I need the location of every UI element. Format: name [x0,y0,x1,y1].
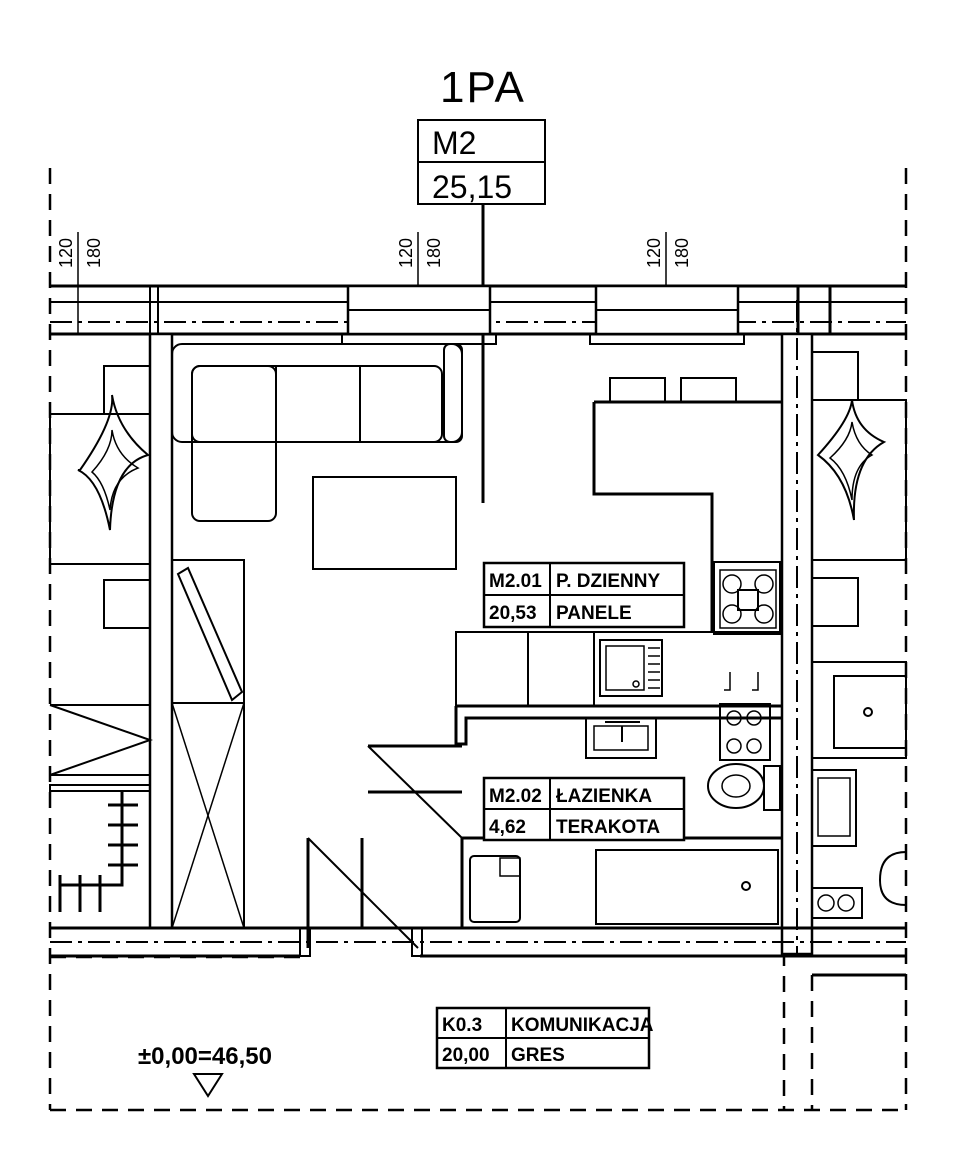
doors [306,744,463,949]
room-label-corridor: K0.3 KOMUNIKACJA 20,00 GRES [435,1006,654,1070]
corridor-code: K0.3 [442,1015,482,1036]
living-area: 20,53 [489,603,537,624]
exterior-wall-top [50,284,906,345]
corridor-name: KOMUNIKACJA [511,1015,654,1036]
kitchen-counter [455,377,783,707]
living-finish: PANELE [556,603,632,624]
svg-text:180: 180 [424,238,444,268]
sofa [171,343,463,522]
svg-text:180: 180 [672,238,692,268]
party-wall-left [148,332,174,930]
bathroom [454,672,782,928]
elevation-triangle-icon [192,1073,224,1098]
room-label-bath: M2.02 ŁAZIENKA 4,62 TERAKOTA [482,776,686,842]
living-name: P. DZIENNY [556,571,661,592]
svg-text:180: 180 [84,238,104,268]
corridor-area: 20,00 [442,1045,490,1066]
floor-title: 1PA [440,63,526,112]
dimension-left: 120 180 [56,232,104,335]
neighbour-left [49,365,154,912]
unit-code: M2 [432,125,476,161]
elevation-marker: ±0,00=46,50 [138,1043,272,1098]
svg-text:120: 120 [56,238,76,268]
corridor-wall [50,926,906,977]
dimension-mid: 120 180 [396,232,444,335]
svg-text:120: 120 [396,238,416,268]
coffee-table [312,476,457,570]
bath-finish: TERAKOTA [556,817,660,838]
neighbour-right [811,351,907,919]
living-code: M2.01 [489,571,542,592]
bath-area: 4,62 [489,817,526,838]
room-label-living: M2.01 P. DZIENNY 20,53 PANELE [482,561,686,629]
wardrobe [171,559,245,929]
unit-area: 25,15 [432,169,512,205]
elevation-label: ±0,00=46,50 [138,1043,272,1070]
corridor-finish: GRES [511,1045,565,1066]
bath-name: ŁAZIENKA [556,786,652,807]
svg-text:120: 120 [644,238,664,268]
bath-code: M2.02 [489,786,542,807]
